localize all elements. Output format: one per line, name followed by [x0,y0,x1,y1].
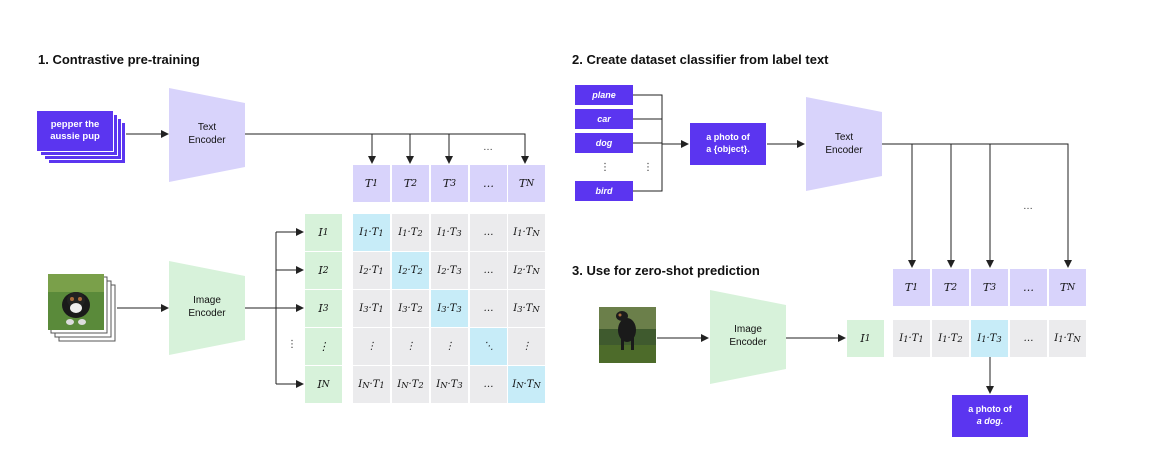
label-dog: dog [575,133,633,153]
image-encoder-2-label: Image Encoder [729,324,767,348]
similarity-cell: … [470,366,507,403]
t2-header-4: … [1010,269,1047,306]
similarity-cell: ⋮ [508,328,545,365]
t-header-4: … [470,165,507,202]
zero-shot-score: … [1010,320,1047,357]
similarity-cell: ⋮ [392,328,429,365]
top-ellipsis: … [483,142,493,153]
prompt-object: a {object}. [706,144,750,154]
label-car: car [575,109,633,129]
similarity-cell: ⋱ [470,328,507,365]
i-row-4: ⋮ [305,328,342,365]
text-encoder-shape [169,88,245,182]
side-ellipsis: ⋮ [287,339,297,350]
similarity-cell: … [470,290,507,327]
prompt-prefix: a photo of [706,132,750,143]
section2-title: 2. Create dataset classifier from label … [572,52,829,67]
similarity-cell: ⋮ [353,328,390,365]
text-encoder-label: Text Encoder [188,122,226,146]
input-text-box: pepper the aussie pup [37,111,113,151]
text-encoder-2-shape [806,97,882,191]
s2-top-ellipsis: … [1023,201,1033,212]
image-encoder-2-shape [710,290,786,384]
label-ellipsis-right: ⋮ [643,162,653,173]
result-object: a dog. [976,416,1004,426]
similarity-cell: … [470,214,507,251]
text-encoder-2-label: Text Encoder [825,132,863,156]
label-bird: bird [575,181,633,201]
similarity-cell: ⋮ [431,328,468,365]
similarity-cell: … [470,252,507,289]
label-plane: plane [575,85,633,105]
label-ellipsis-left: ⋮ [600,162,610,173]
text-encoder-2-output [882,143,1072,268]
result-prefix: a photo of [968,404,1012,415]
text-encoder-output [245,133,529,164]
label-connector-bird [633,144,663,192]
dog-photo [48,274,104,330]
image-encoder-label: Image Encoder [188,295,226,319]
section3-title: 3. Use for zero-shot prediction [572,263,760,278]
image-encoder-shape [169,261,245,355]
section1-title: 1. Contrastive pre-training [38,52,200,67]
